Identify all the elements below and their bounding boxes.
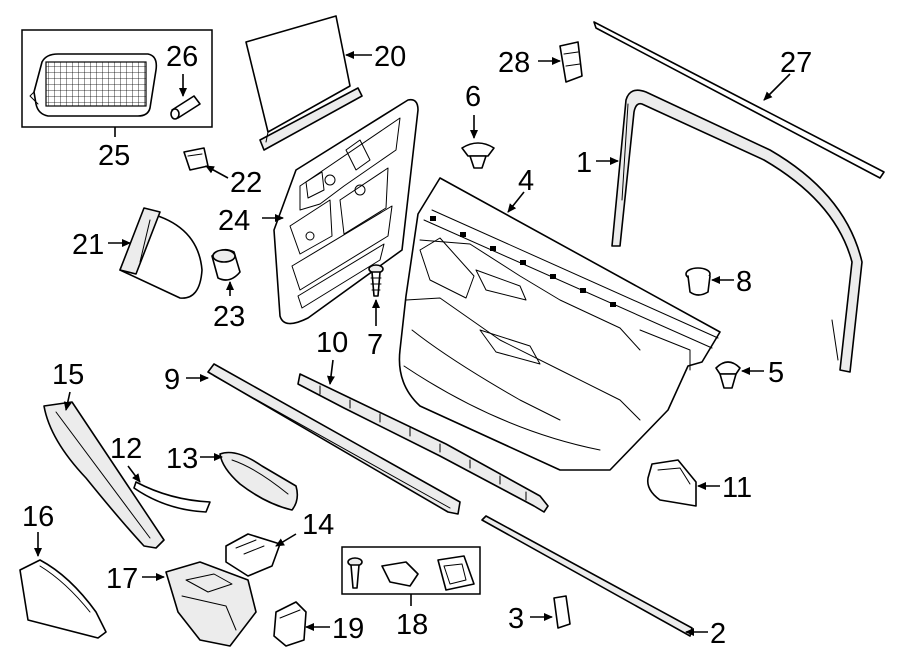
callout-15: 15 xyxy=(52,359,84,391)
part-15-pillar-trim xyxy=(43,401,165,549)
part-20-sunshade xyxy=(245,15,363,151)
callout-5: 5 xyxy=(768,357,784,389)
part-27-weatherstrip xyxy=(593,21,885,179)
callout-24: 24 xyxy=(218,205,250,237)
callout-13: 13 xyxy=(166,443,198,475)
callout-16: 16 xyxy=(22,501,54,533)
callout-21: 21 xyxy=(72,229,104,261)
part-13-handle-bezel xyxy=(219,451,299,511)
part-14-window-switch xyxy=(225,533,281,577)
callout-10: 10 xyxy=(316,327,348,359)
part-5-clip xyxy=(715,361,741,389)
part-1-frame-seal xyxy=(611,89,863,373)
callout-25: 25 xyxy=(98,140,130,172)
callout-7: 7 xyxy=(367,329,383,361)
part-25-speaker-grille xyxy=(29,53,158,117)
part-26-clip xyxy=(170,95,201,120)
callout-26: 26 xyxy=(166,41,198,73)
callout-11: 11 xyxy=(722,472,752,504)
callout-22: 22 xyxy=(230,167,262,199)
part-3-clip xyxy=(553,595,571,629)
callout-8: 8 xyxy=(736,266,752,298)
callout-17: 17 xyxy=(106,563,138,595)
callout-14: 14 xyxy=(302,509,334,541)
part-24-door-carrier xyxy=(273,98,419,325)
callout-6: 6 xyxy=(465,81,481,113)
callout-18: 18 xyxy=(396,609,428,641)
callout-12: 12 xyxy=(110,433,142,465)
callout-23: 23 xyxy=(213,301,245,333)
callout-1: 1 xyxy=(576,147,592,179)
part-11-pull-cup xyxy=(646,459,697,507)
callout-19: 19 xyxy=(332,613,364,645)
part-18-hardware xyxy=(347,555,475,591)
callout-9: 9 xyxy=(164,364,180,396)
part-6-push-clip xyxy=(461,142,495,169)
part-17-armrest xyxy=(165,561,257,647)
part-21-speaker-cover xyxy=(119,207,203,299)
callout-4: 4 xyxy=(518,165,534,197)
callout-20: 20 xyxy=(374,41,406,73)
part-23-plug xyxy=(211,248,241,281)
part-4-door-trim-panel xyxy=(398,177,721,471)
part-19-switch xyxy=(273,601,307,647)
part-10-bracket-strip xyxy=(297,373,549,513)
part-12-trim-piece xyxy=(133,481,211,513)
part-22-clip xyxy=(183,147,209,171)
callout-3: 3 xyxy=(508,603,524,635)
part-28-clip xyxy=(559,41,583,83)
inset-box-25 xyxy=(21,29,213,128)
part-9-trim-strip xyxy=(207,363,461,515)
part-7-screw xyxy=(368,264,384,297)
callout-27: 27 xyxy=(780,47,812,79)
callout-2: 2 xyxy=(710,618,726,650)
part-8-grommet xyxy=(685,267,711,296)
part-16-corner-cover xyxy=(19,559,107,639)
callout-28: 28 xyxy=(498,47,530,79)
